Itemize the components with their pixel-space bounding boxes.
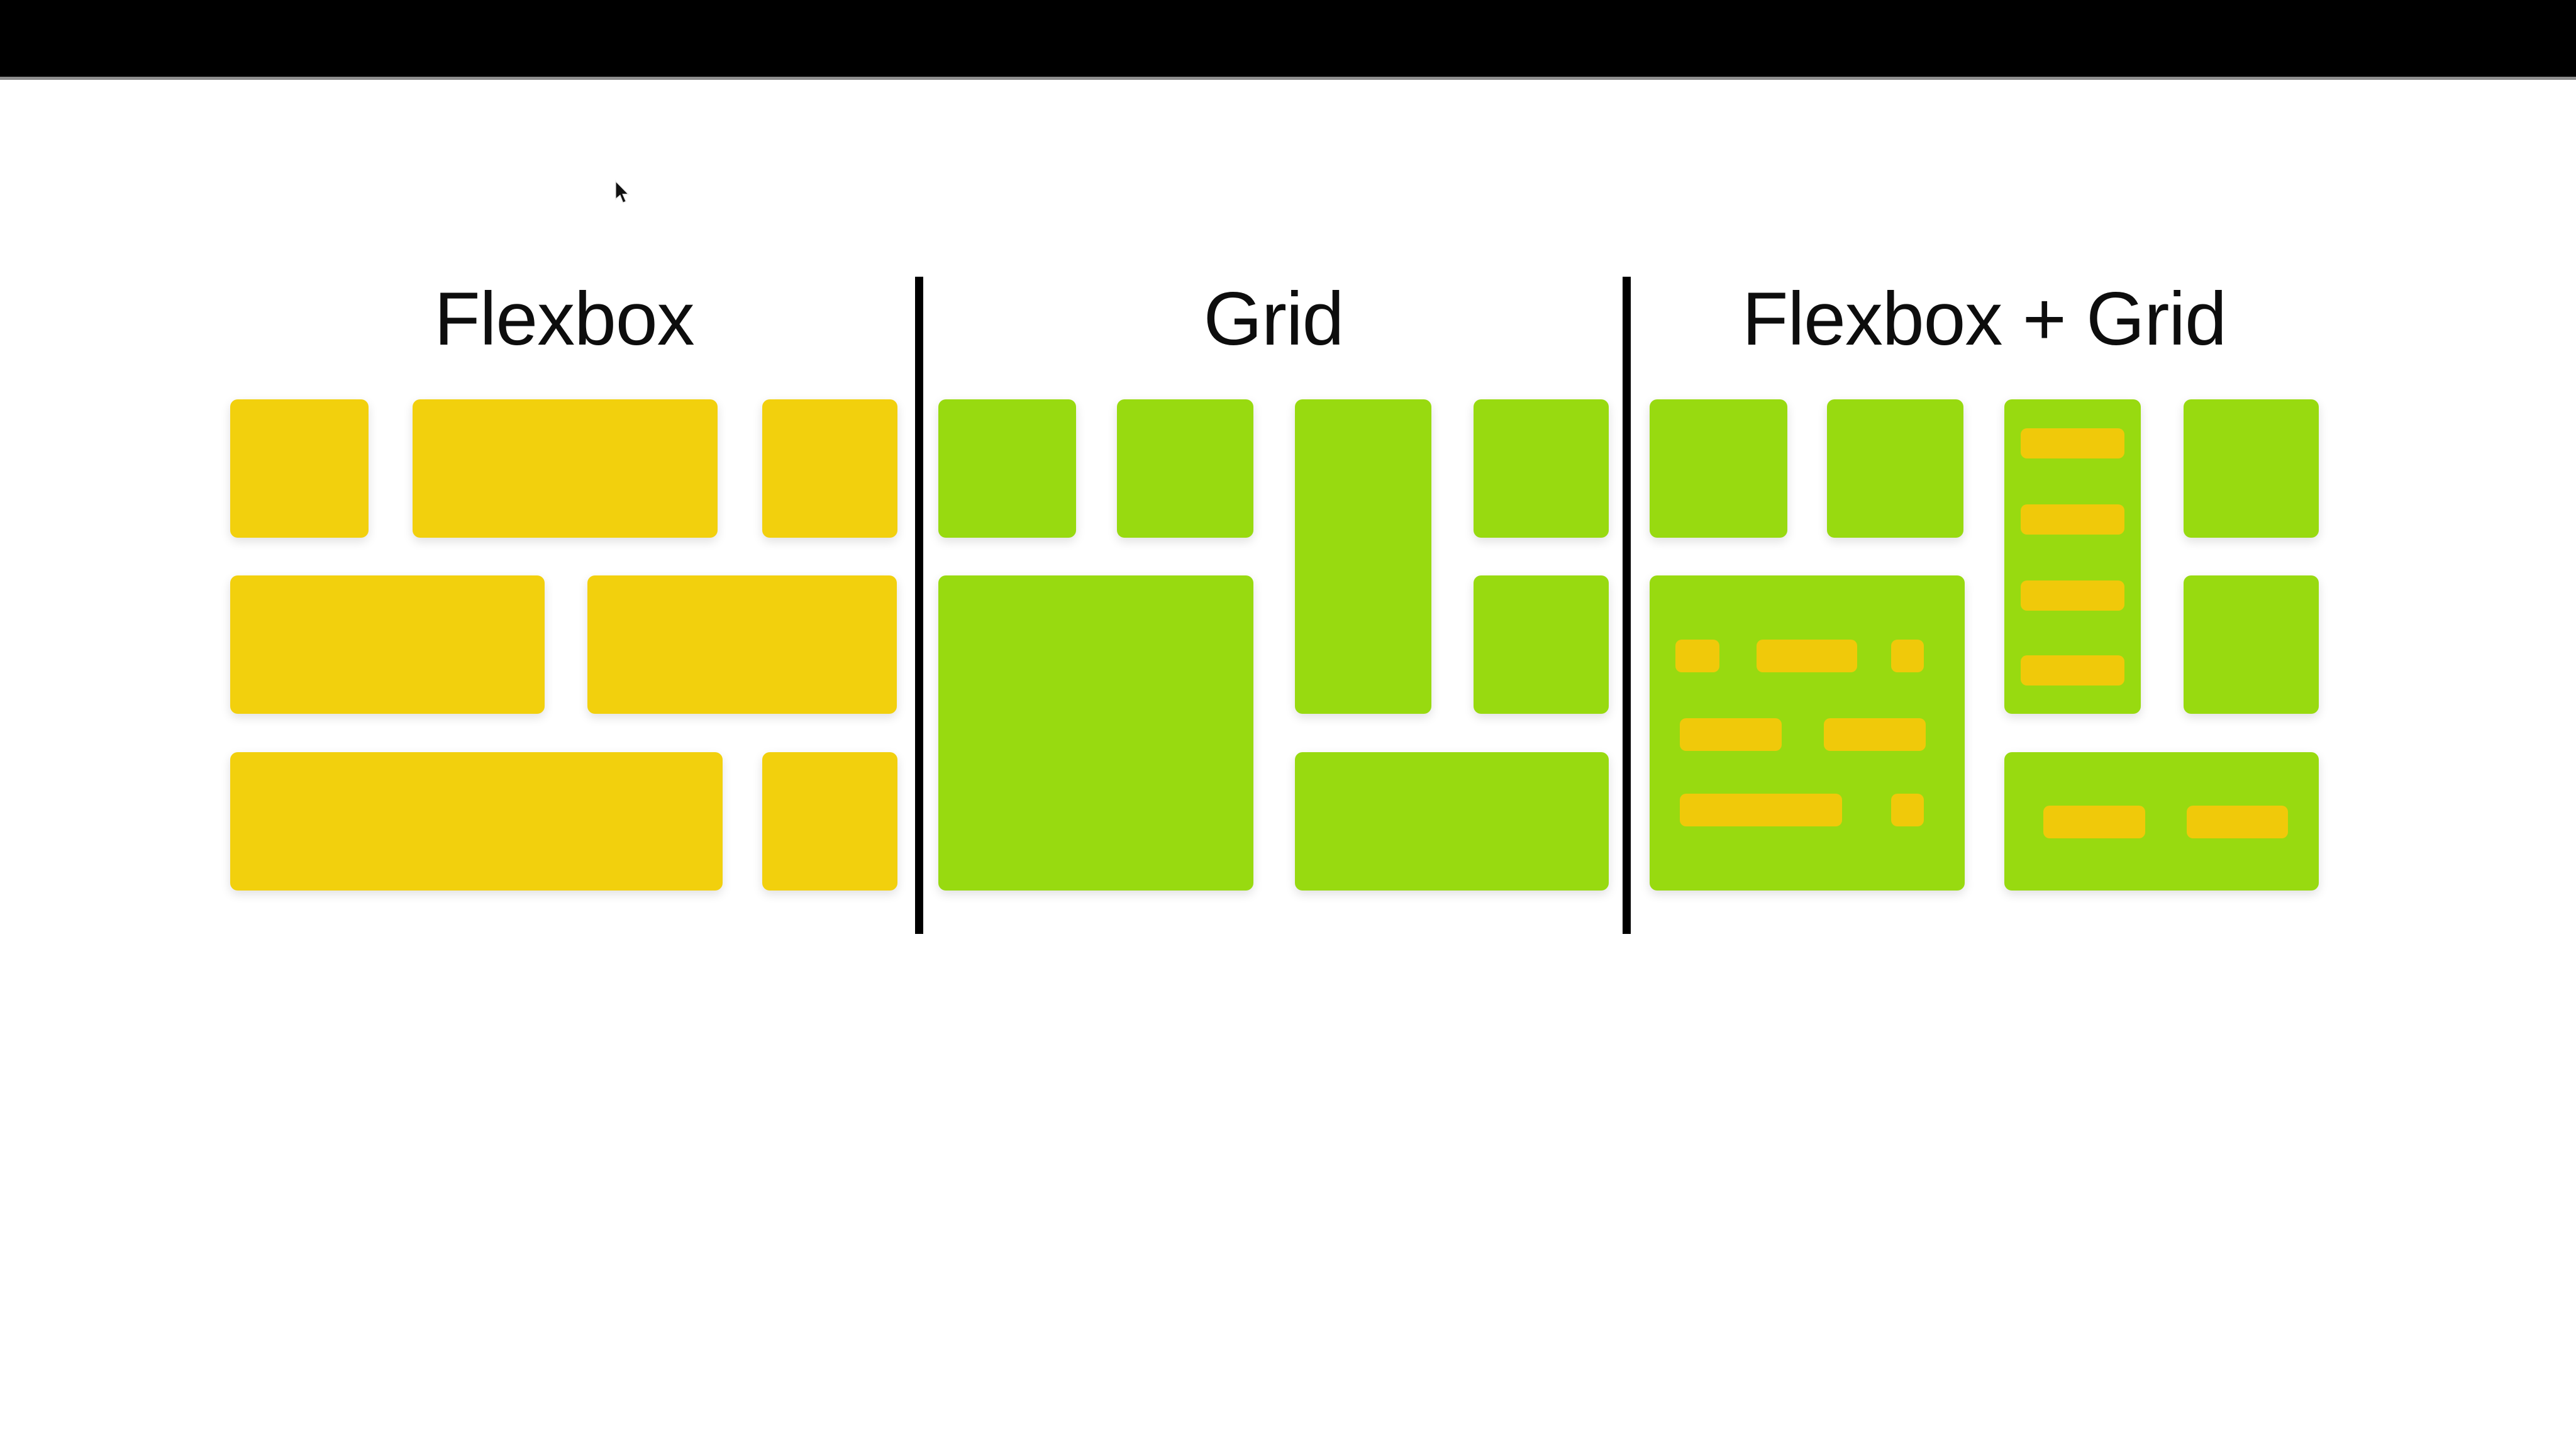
mini-flex-item-bar: [1891, 640, 1924, 672]
mini-flex-item-bar: [1680, 794, 1842, 826]
flexbox-block: [230, 752, 723, 891]
grid-block: [1474, 399, 1609, 538]
grid-block: [938, 575, 1253, 891]
mini-flex-item-bar: [1891, 794, 1924, 826]
flexbox-grid-block: [1650, 575, 1965, 891]
mini-flex-item-bar: [2043, 806, 2145, 838]
section-title-flexbox: Flexbox: [434, 277, 694, 361]
flexbox-grid-block: [2184, 399, 2319, 538]
letterbox-top-bar: [0, 0, 2576, 80]
flexbox-block: [230, 399, 369, 538]
section-title-flexbox-plus-grid: Flexbox + Grid: [1742, 277, 2227, 361]
mini-flex-item-bar: [1757, 640, 1857, 672]
grid-block: [1117, 399, 1253, 538]
section-title-grid: Grid: [1203, 277, 1345, 361]
mini-flex-item-bar: [1675, 640, 1719, 672]
mini-flex-item-bar: [1680, 718, 1782, 751]
mini-flex-item-bar: [2021, 504, 2124, 535]
flexbox-grid-block: [1650, 399, 1787, 538]
flexbox-block: [413, 399, 718, 538]
mouse-cursor-icon: [615, 180, 630, 204]
grid-block: [1295, 399, 1431, 714]
flexbox-grid-block: [2004, 752, 2319, 891]
flexbox-block: [762, 399, 897, 538]
mini-flex-item-bar: [2021, 655, 2124, 686]
grid-block: [1474, 575, 1609, 714]
section-divider-line: [915, 277, 923, 934]
flexbox-block: [762, 752, 897, 891]
flexbox-grid-block: [1827, 399, 1963, 538]
section-divider-line: [1623, 277, 1631, 934]
grid-block: [938, 399, 1076, 538]
grid-block: [1295, 752, 1609, 891]
flexbox-grid-block: [2004, 399, 2141, 714]
flexbox-block: [230, 575, 545, 714]
mini-flex-item-bar: [2187, 806, 2288, 838]
flexbox-block: [587, 575, 897, 714]
flexbox-grid-block: [2184, 575, 2319, 714]
mini-flex-item-bar: [2021, 428, 2124, 458]
mini-flex-item-bar: [1824, 718, 1926, 751]
mini-flex-item-bar: [2021, 580, 2124, 611]
